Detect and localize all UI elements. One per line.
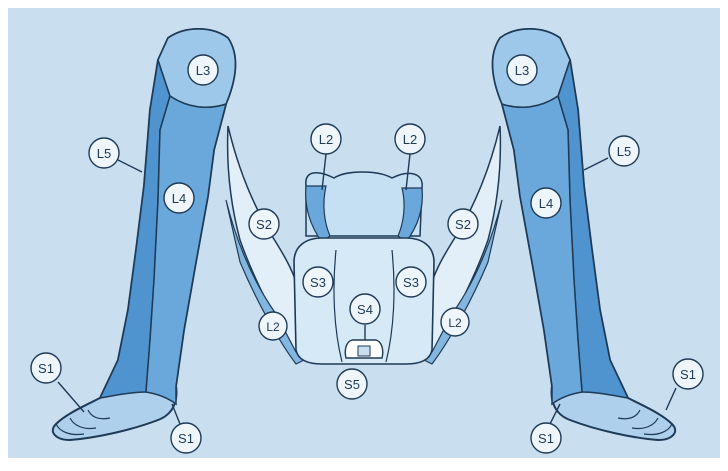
label-l3-left: L3: [188, 55, 218, 85]
label-l2-left-text: L2: [319, 132, 333, 147]
label-l2-inner-right-text: L2: [448, 316, 462, 330]
label-l2-inner-right: L2: [441, 308, 469, 336]
label-s3-left: S3: [303, 267, 333, 297]
label-l2-right-text: L2: [403, 132, 417, 147]
label-l4-left: L4: [164, 183, 194, 213]
label-s1-left-foot-text: S1: [38, 361, 54, 376]
label-l2-inner-left: L2: [259, 312, 287, 340]
label-l4-right: L4: [531, 188, 561, 218]
label-s1-right-heel-text: S1: [538, 431, 554, 446]
label-s4-text: S4: [357, 302, 373, 317]
label-s5-text: S5: [344, 377, 360, 392]
label-l4-right-text: L4: [539, 196, 553, 211]
label-l3-right: L3: [507, 55, 537, 85]
label-l3-left-text: L3: [196, 63, 210, 78]
label-s2-right-text: S2: [455, 217, 471, 232]
label-l5-right-text: L5: [617, 144, 631, 159]
label-s2-right: S2: [448, 209, 478, 239]
label-s2-left: S2: [249, 209, 279, 239]
label-s3-right-text: S3: [403, 275, 419, 290]
label-s3-left-text: S3: [310, 275, 326, 290]
label-s1-left-heel-text: S1: [178, 431, 194, 446]
label-l5-left-text: L5: [97, 146, 111, 161]
label-s3-right: S3: [396, 267, 426, 297]
label-l2-inner-left-text: L2: [266, 320, 280, 334]
label-s2-left-text: S2: [256, 217, 272, 232]
label-l3-right-text: L3: [515, 63, 529, 78]
label-l4-left-text: L4: [172, 191, 186, 206]
label-s1-right-foot-text: S1: [680, 367, 696, 382]
label-s5: S5: [337, 369, 367, 399]
s5-inner: [358, 346, 370, 356]
